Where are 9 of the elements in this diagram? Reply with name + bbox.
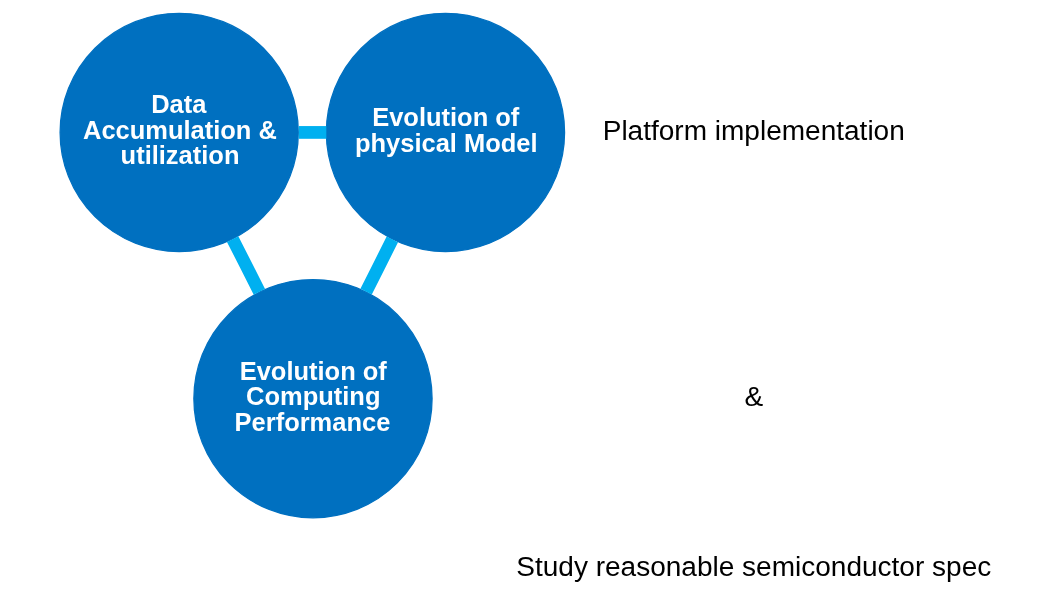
- connector: [226, 236, 266, 295]
- connector: [360, 236, 399, 295]
- node-circle: Evolution of Computing Performance: [193, 278, 433, 519]
- label: Platform implementation: [602, 114, 905, 146]
- label: Study reasonable semiconductor spec: [516, 550, 992, 582]
- label: &: [744, 380, 764, 412]
- connector: [298, 126, 327, 139]
- node-circle: Evolution of physical Model: [325, 12, 566, 253]
- node-circle: Data Accumulation & utilization: [59, 12, 299, 253]
